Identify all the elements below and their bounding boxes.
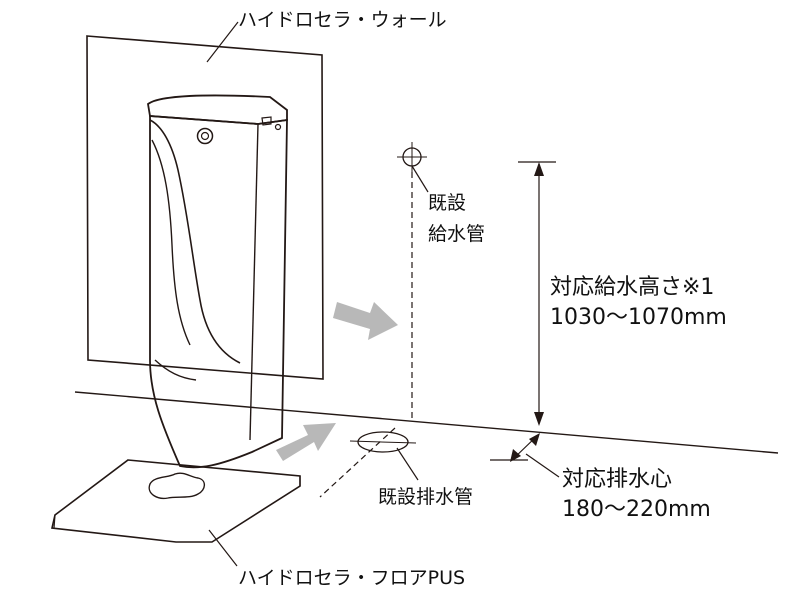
wall-panel xyxy=(86,35,324,380)
supply-pipe-label-line1: 既設 xyxy=(428,192,466,214)
drain-center-title: 対応排水心 xyxy=(562,467,672,492)
supply-pipe-label-line2: 給水管 xyxy=(428,223,485,245)
floor-line xyxy=(74,391,779,454)
floor-panel xyxy=(51,459,301,543)
floor-panel-drain-opening xyxy=(148,472,206,500)
arrow-to-drain xyxy=(276,423,336,461)
supply-height-title: 対応給水高さ※1 xyxy=(550,275,714,300)
floor-panel-label: ハイドロセラ・フロアPUS xyxy=(238,567,465,589)
flush-sensor xyxy=(196,127,214,145)
drain-center-dimension xyxy=(490,433,540,462)
drain-pipe-centerline xyxy=(319,427,396,498)
urinal-unit xyxy=(147,94,288,469)
supply-height-dimension xyxy=(518,161,556,426)
supply-pipe-marker xyxy=(397,142,427,172)
leader-lines xyxy=(206,21,560,567)
wall-panel-label: ハイドロセラ・ウォール xyxy=(238,9,447,31)
drain-pipe-marker xyxy=(349,431,417,453)
drain-center-range: 180〜220mm xyxy=(562,497,711,522)
arrow-to-supply xyxy=(333,302,398,340)
drain-pipe-label: 既設排水管 xyxy=(378,486,473,508)
supply-height-range: 1030〜1070mm xyxy=(550,305,727,330)
